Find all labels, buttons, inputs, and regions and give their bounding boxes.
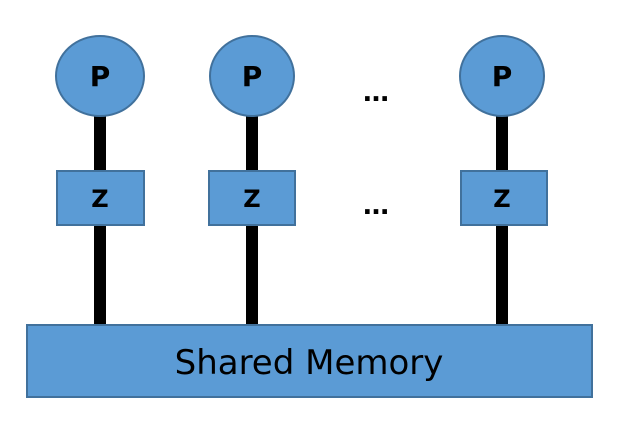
switch-label: Z bbox=[493, 185, 510, 213]
processor-2: P bbox=[209, 35, 295, 117]
switch-box bbox=[208, 170, 296, 226]
processor-circle bbox=[209, 35, 295, 117]
ellipsis-switches: … bbox=[363, 191, 389, 221]
processor-circle bbox=[459, 35, 545, 117]
processor-1: P bbox=[55, 35, 145, 117]
switch-box bbox=[460, 170, 548, 226]
processor-label: P bbox=[90, 60, 111, 93]
processor-circle bbox=[55, 35, 145, 117]
switch-1: Z bbox=[56, 170, 145, 226]
shared-memory-box bbox=[26, 324, 593, 398]
shared-memory: Shared Memory bbox=[26, 324, 593, 398]
processor-label: P bbox=[242, 60, 263, 93]
switch-box bbox=[56, 170, 145, 226]
switch-3: Z bbox=[460, 170, 548, 226]
shared-memory-label: Shared Memory bbox=[175, 343, 444, 383]
processor-label: P bbox=[492, 60, 513, 93]
ellipsis-processors: … bbox=[363, 78, 389, 108]
connectors bbox=[94, 100, 508, 325]
switch-label: Z bbox=[243, 185, 260, 213]
switch-2: Z bbox=[208, 170, 296, 226]
switch-label: Z bbox=[91, 185, 108, 213]
processor-3: P bbox=[459, 35, 545, 117]
